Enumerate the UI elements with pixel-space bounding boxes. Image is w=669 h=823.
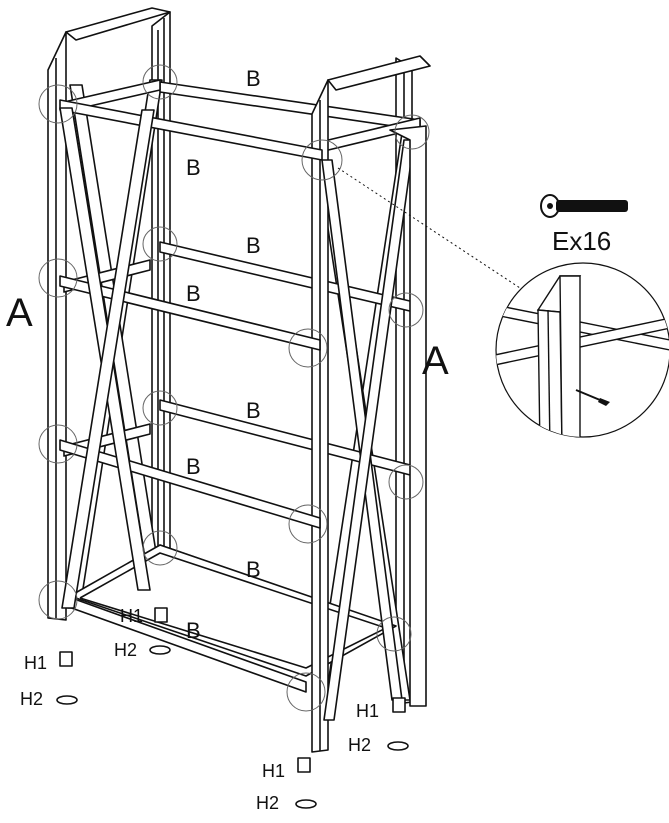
- foot-label-h1: H1: [120, 606, 143, 626]
- screw-label: Ex16: [552, 226, 611, 256]
- foot-label-h1: H1: [24, 653, 47, 673]
- foot-label-h2: H2: [256, 793, 279, 813]
- foot-label-h1: H1: [262, 761, 285, 781]
- beam-label: B: [246, 557, 261, 582]
- labels: A A B B B B B B B B H1 H2 H1 H2 H1 H2 H1…: [6, 66, 611, 813]
- side-label-left: A: [6, 291, 33, 335]
- beam-label: B: [246, 398, 261, 423]
- side-label-right: A: [422, 339, 449, 383]
- zoom-detail: [495, 262, 669, 438]
- front-frame-a: [47, 7, 431, 753]
- beam-label: B: [246, 233, 261, 258]
- leader-line: [337, 167, 521, 289]
- beam-label: B: [246, 66, 261, 91]
- foot-label-h2: H2: [348, 735, 371, 755]
- foot-label-h2: H2: [114, 640, 137, 660]
- beam-label: B: [186, 155, 201, 180]
- foot-label-h2: H2: [20, 689, 43, 709]
- beam-label: B: [186, 618, 201, 643]
- connection-markers: [38, 64, 430, 712]
- feet: [56, 607, 409, 809]
- bolt-icon: [540, 194, 628, 218]
- beam-label: B: [186, 281, 201, 306]
- foot-label-h1: H1: [356, 701, 379, 721]
- beam-label: B: [186, 454, 201, 479]
